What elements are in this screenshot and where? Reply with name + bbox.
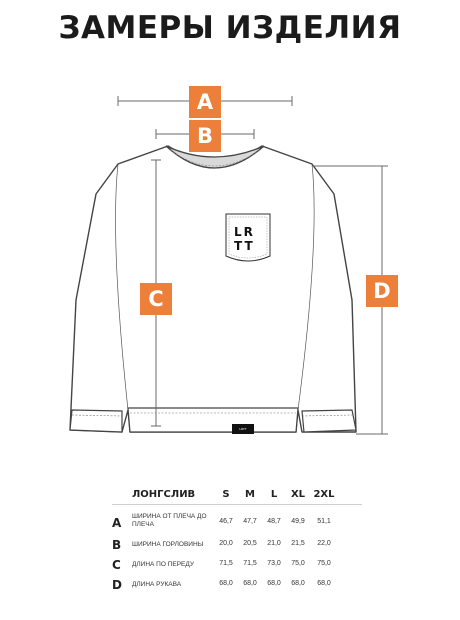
row-value: 49,9 [291, 518, 305, 525]
table-row: B ШИРИНА ГОРЛОВИНЫ 20,0 20,5 21,0 21,5 2… [112, 535, 362, 555]
row-letter: A [112, 516, 122, 530]
row-value: 75,0 [317, 560, 331, 567]
size-s: S [222, 489, 230, 500]
hem-label-tag: LRTT [232, 424, 254, 434]
table-row: A ШИРИНА ОТ ПЛЕЧА ДО ПЛЕЧА 46,7 47,7 48,… [112, 511, 362, 535]
row-value: 20,5 [243, 540, 257, 547]
row-desc: ШИРИНА ОТ ПЛЕЧА ДО ПЛЕЧА [132, 513, 207, 528]
badge-b: B [189, 120, 221, 152]
row-value: 21,0 [267, 540, 281, 547]
row-letter: C [112, 558, 121, 572]
row-desc: ШИРИНА ГОРЛОВИНЫ [132, 541, 204, 548]
row-value: 51,1 [317, 518, 331, 525]
garment-outline [69, 145, 357, 433]
logo-line-1: LR [234, 225, 255, 239]
row-value: 22,0 [317, 540, 331, 547]
row-letter: B [112, 538, 122, 552]
badge-a: A [189, 86, 221, 118]
size-m: M [245, 489, 255, 500]
row-desc: ДЛИНА ПО ПЕРЕДУ [132, 561, 194, 568]
logo-line-2: TT [234, 239, 255, 253]
size-2xl: 2XL [313, 489, 335, 500]
row-value: 68,0 [219, 580, 233, 587]
row-letter: D [112, 578, 122, 592]
row-value: 46,7 [219, 518, 233, 525]
row-value: 71,5 [219, 560, 233, 567]
size-l: L [270, 489, 278, 500]
table-row: C ДЛИНА ПО ПЕРЕДУ 71,5 71,5 73,0 75,0 75… [112, 555, 362, 575]
row-value: 68,0 [267, 580, 281, 587]
table-row: D ДЛИНА РУКАВА 68,0 68,0 68,0 68,0 68,0 [112, 575, 362, 595]
row-value: 68,0 [317, 580, 331, 587]
row-value: 21,5 [291, 540, 305, 547]
row-value: 48,7 [267, 518, 281, 525]
chest-pocket [225, 213, 271, 262]
badge-c: C [140, 283, 172, 315]
row-value: 68,0 [243, 580, 257, 587]
row-value: 73,0 [267, 560, 281, 567]
row-value: 71,5 [243, 560, 257, 567]
badge-d: D [366, 275, 398, 307]
row-value: 75,0 [291, 560, 305, 567]
row-value: 20,0 [219, 540, 233, 547]
size-xl: XL [290, 489, 306, 500]
longsleeve-diagram [69, 96, 388, 435]
row-value: 47,7 [243, 518, 257, 525]
table-header: ЛОНГСЛИВ S M L XL 2XL [112, 485, 362, 505]
left-cuff [69, 409, 123, 433]
size-table: ЛОНГСЛИВ S M L XL 2XL A ШИРИНА ОТ ПЛЕЧА … [112, 485, 362, 595]
page-title: ЗАМЕРЫ ИЗДЕЛИЯ [58, 10, 402, 46]
row-value: 68,0 [291, 580, 305, 587]
row-desc: ДЛИНА РУКАВА [132, 581, 182, 588]
product-name: ЛОНГСЛИВ [132, 489, 196, 500]
right-cuff [301, 409, 357, 433]
hem-rib [127, 407, 299, 433]
neck-rib [165, 145, 265, 169]
